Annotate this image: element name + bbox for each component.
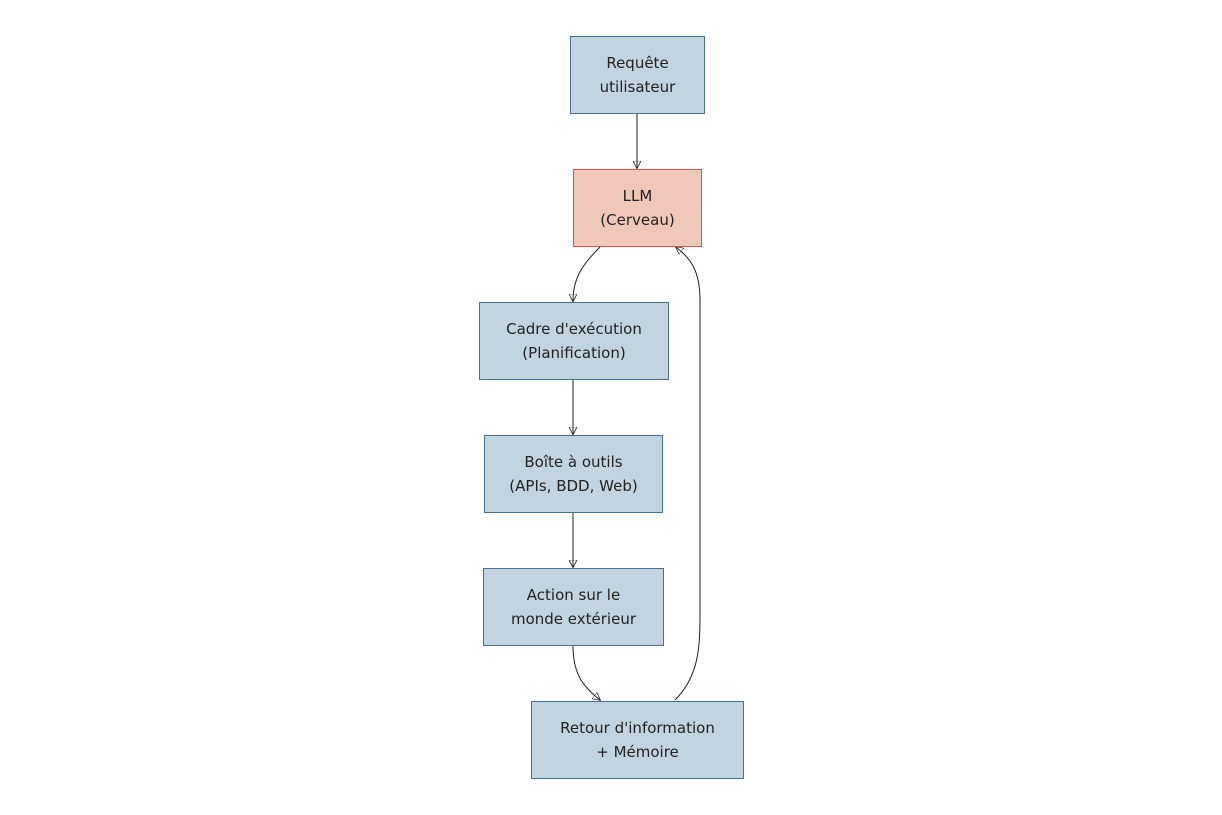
node-execution-frame-line1: Cadre d'exécution xyxy=(506,320,642,338)
edge-feedback-to-llm xyxy=(674,247,701,701)
node-user-request-line2: utilisateur xyxy=(599,78,676,96)
node-llm-line2: (Cerveau) xyxy=(600,211,675,229)
node-user-request-line1: Requête xyxy=(606,54,669,72)
edge-action-to-feedback xyxy=(572,645,600,700)
node-user-request: Requête utilisateur xyxy=(570,36,705,114)
node-action-line1: Action sur le xyxy=(526,586,621,604)
node-action-line2: monde extérieur xyxy=(510,610,636,628)
node-feedback-line2: + Mémoire xyxy=(596,743,679,761)
node-toolbox-line2: (APIs, BDD, Web) xyxy=(509,477,638,495)
node-toolbox: Boîte à outils (APIs, BDD, Web) xyxy=(484,435,663,513)
node-llm-line1: LLM xyxy=(622,187,653,205)
node-execution-frame: Cadre d'exécution (Planification) xyxy=(479,302,669,380)
node-llm: LLM (Cerveau) xyxy=(573,169,702,247)
node-toolbox-line1: Boîte à outils xyxy=(524,453,623,471)
node-execution-frame-line2: (Planification) xyxy=(522,344,626,362)
edge-llm-to-execution-frame xyxy=(573,246,601,301)
node-feedback: Retour d'information + Mémoire xyxy=(531,701,744,779)
node-feedback-line1: Retour d'information xyxy=(560,719,715,737)
node-action: Action sur le monde extérieur xyxy=(483,568,664,646)
